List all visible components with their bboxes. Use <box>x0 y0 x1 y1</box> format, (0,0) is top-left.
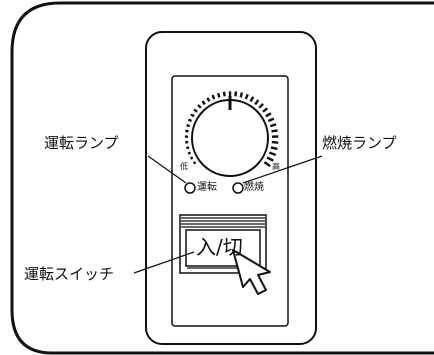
burn-lamp-label: 燃焼ランプ <box>322 134 397 152</box>
dial-tick <box>244 93 249 100</box>
dial-tick <box>249 96 255 102</box>
dial-tick <box>185 129 189 133</box>
dial-tick <box>239 92 244 98</box>
run-switch-label: 運転スイッチ <box>24 265 115 283</box>
run-indicator-label: 運転 <box>197 182 217 193</box>
burn-lamp <box>232 182 244 194</box>
dial-tick <box>211 94 216 100</box>
switch-button-label: 入/切 <box>196 235 243 259</box>
dial-tick <box>186 146 190 150</box>
dial-tick <box>193 108 198 113</box>
dial-tick <box>190 113 195 118</box>
dial-tick <box>271 129 278 133</box>
dial-tick <box>186 123 191 128</box>
dial-tick <box>269 123 277 128</box>
dial-high-label: 高 <box>272 162 280 171</box>
dial-tick <box>217 92 221 98</box>
dial-tick <box>187 151 192 155</box>
pointer-cursor-icon <box>232 249 271 295</box>
dial-tick <box>206 97 211 103</box>
dial-tick <box>258 103 264 109</box>
dial-tick <box>234 91 238 97</box>
dial-tick <box>254 99 260 106</box>
burn-lamp-leader <box>242 155 323 184</box>
dial-tick <box>266 156 274 162</box>
dial-knob[interactable] <box>191 99 269 177</box>
dial-tick <box>189 156 194 160</box>
dial-tick <box>201 100 206 106</box>
dial-tick <box>265 112 272 118</box>
dial-tick <box>267 117 275 123</box>
outer-frame <box>10 1 434 355</box>
burn-indicator-label: 燃焼 <box>244 182 264 193</box>
switch-top-stripes <box>181 217 265 228</box>
run-lamp-label: 運転ランプ <box>44 134 119 152</box>
run-lamp-leader <box>147 155 187 184</box>
dial-tick <box>197 104 202 109</box>
run-lamp <box>184 182 196 194</box>
dial-tick <box>268 151 277 157</box>
dial-low-label: 低 <box>180 162 188 171</box>
dial-tick <box>263 161 271 168</box>
dial-scale <box>184 91 279 168</box>
dial-tick <box>192 161 197 165</box>
dial-tick <box>271 140 279 144</box>
dial-tick <box>187 118 193 123</box>
run-switch-leader <box>133 251 195 274</box>
dial-tick <box>222 91 226 97</box>
dial-tick <box>270 146 278 151</box>
dial-tick <box>262 107 269 113</box>
